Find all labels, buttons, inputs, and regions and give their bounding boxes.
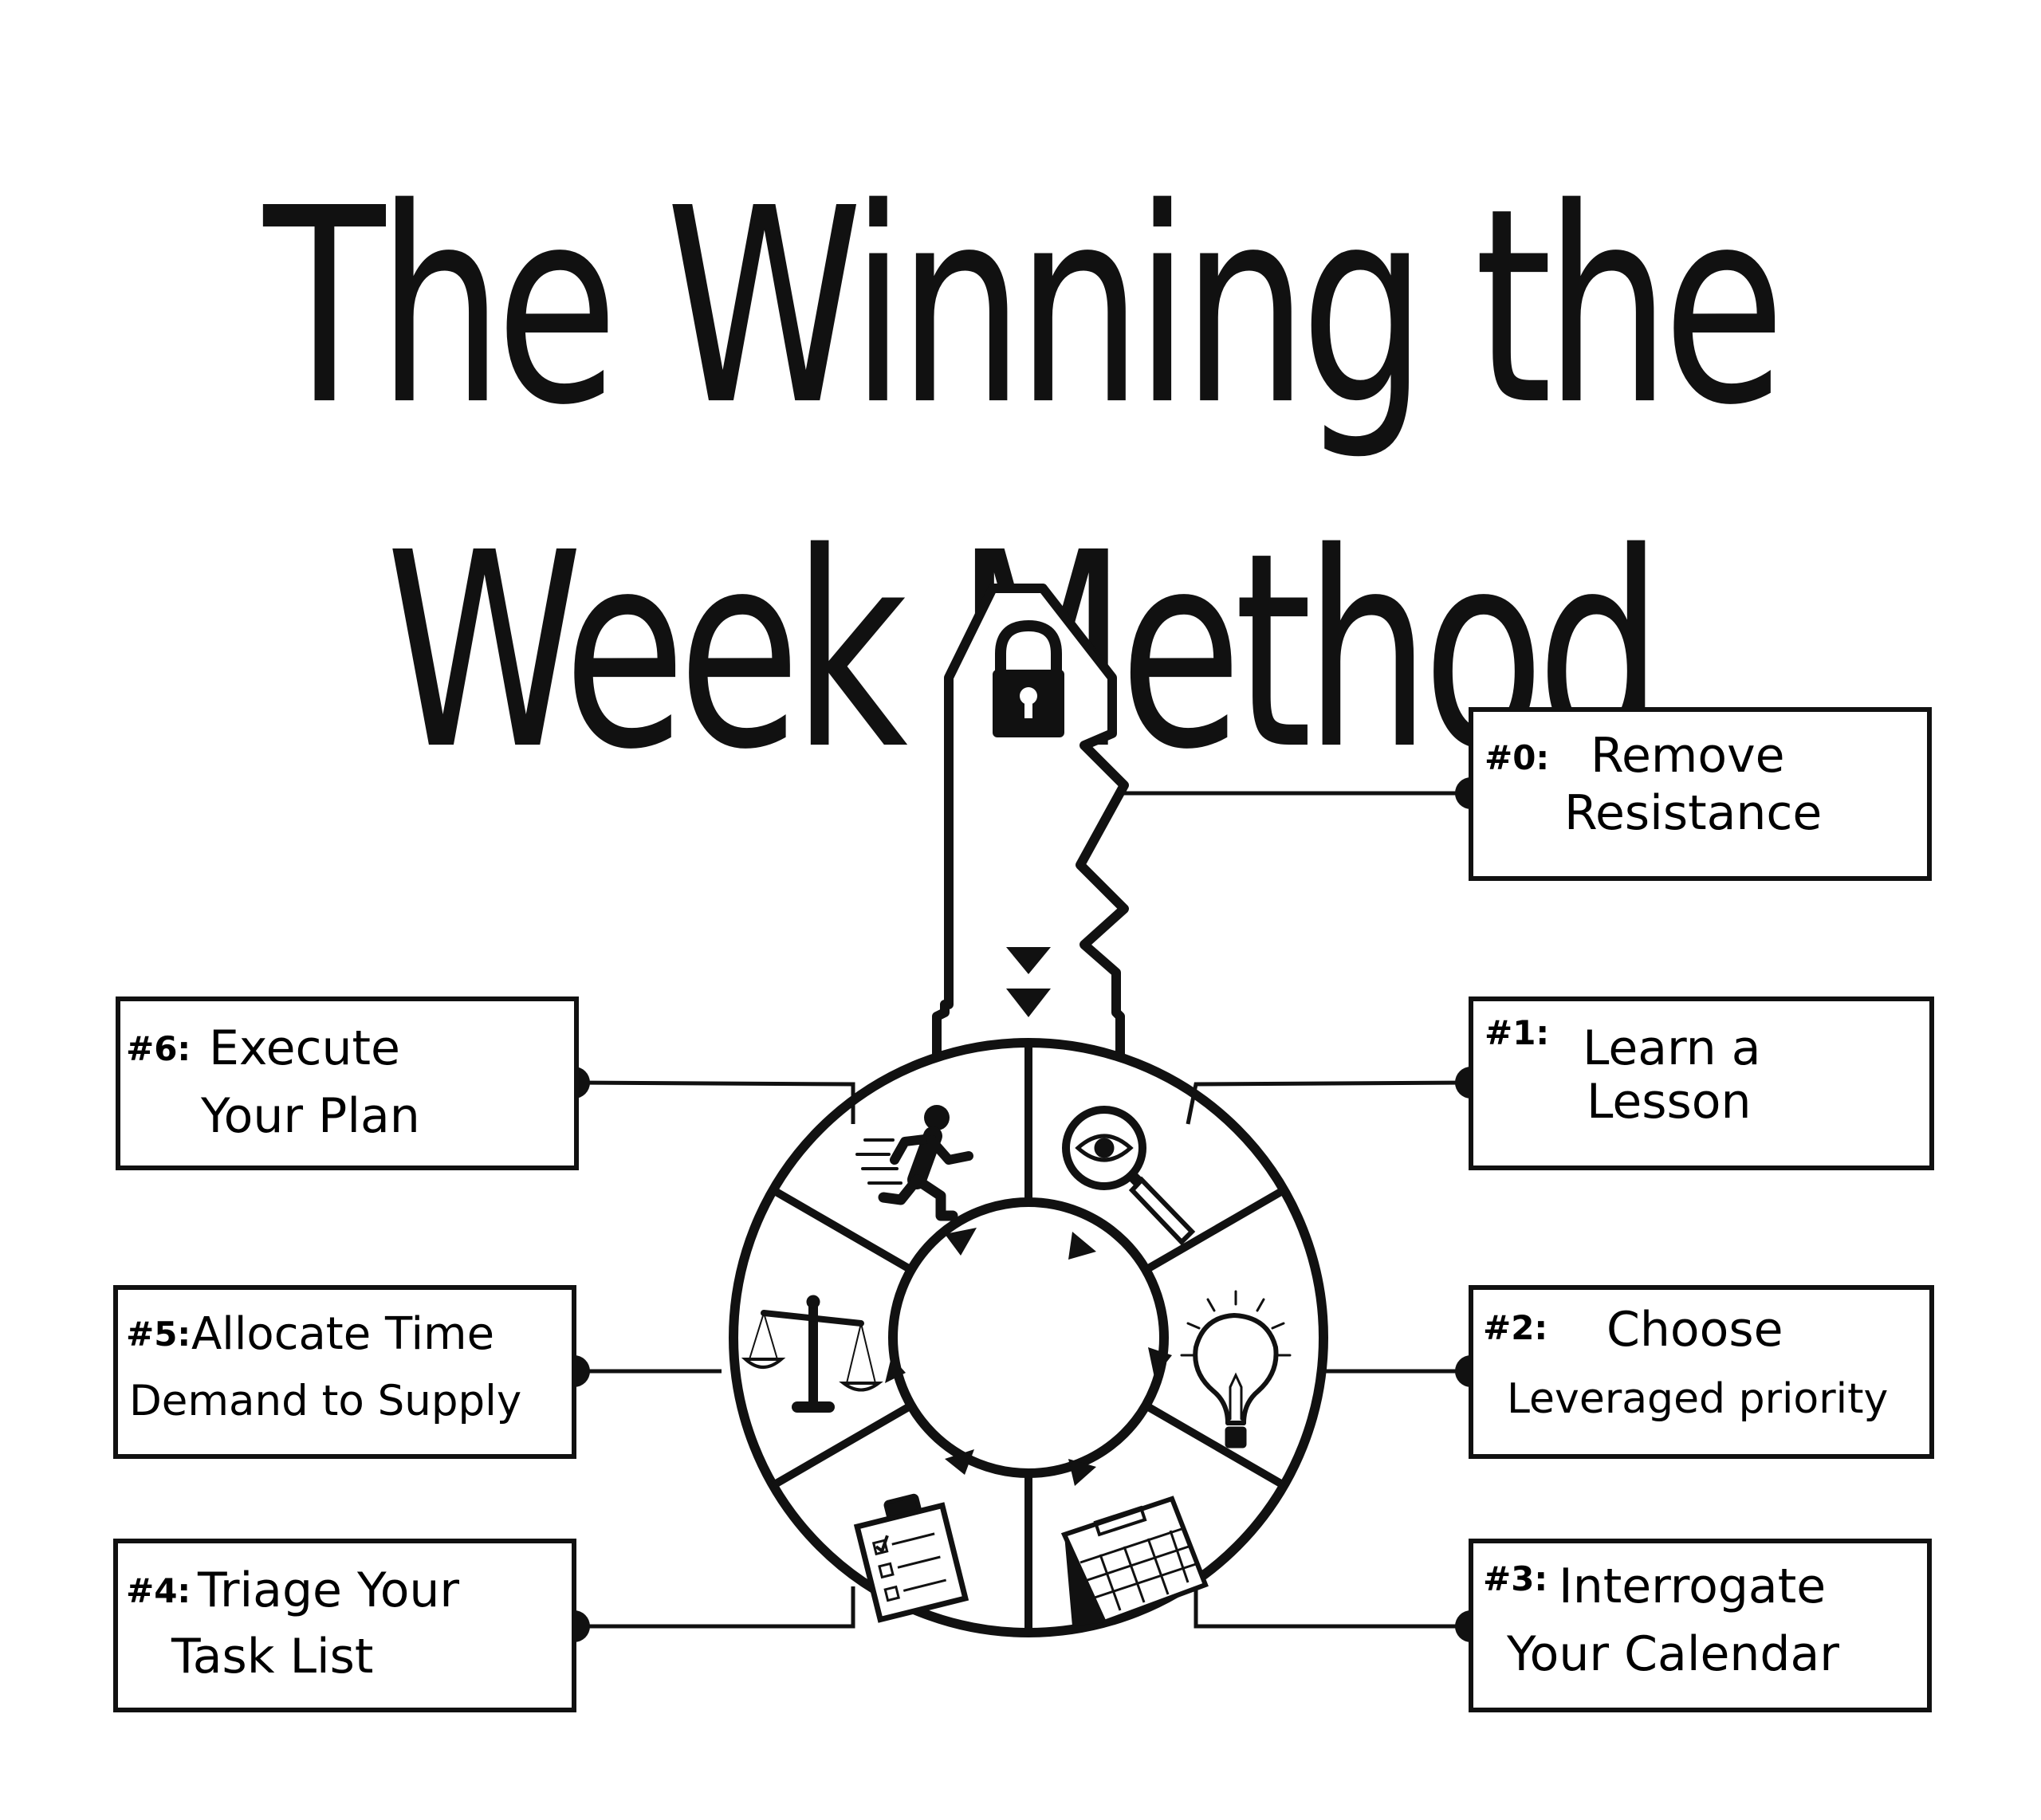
step-box-3: #3: Interrogate Your Calendar (1469, 1539, 1932, 1712)
step-line: Learn a (1583, 1020, 1761, 1076)
step-box-6: #6: Execute Your Plan (116, 996, 579, 1170)
step-line: Task List (171, 1629, 373, 1684)
step-number: #6: (126, 1029, 191, 1068)
step-number: #2: (1483, 1308, 1547, 1347)
balance-scale-icon (741, 1295, 883, 1413)
step-line: Your Calendar (1506, 1626, 1839, 1682)
step-line: Resistance (1564, 785, 1822, 841)
step-line: Demand to Supply (129, 1377, 521, 1425)
step-line: Leveraged priority (1507, 1375, 1888, 1423)
double-down-arrow-icon (1006, 947, 1051, 1017)
step-box-4: #4: Triage Your Task List (113, 1539, 576, 1712)
step-line: Triage Your (197, 1563, 459, 1618)
step-number: #4: (126, 1571, 191, 1610)
step-line: Allocate Time (191, 1308, 494, 1360)
step-number: #0: (1485, 738, 1549, 777)
wheel (729, 1038, 1328, 1637)
connectors (573, 791, 1472, 1629)
cycle-arrows (885, 1228, 1172, 1486)
checklist-clipboard-icon (853, 1493, 969, 1623)
calendar-icon (1060, 1496, 1209, 1626)
key-shaft (932, 584, 1129, 1077)
step-box-2: #2: Choose Leveraged priority (1469, 1285, 1934, 1459)
step-number: #1: (1485, 1013, 1549, 1052)
lightbulb-icon (1180, 1290, 1292, 1449)
step-line: Execute (209, 1020, 400, 1076)
running-person-icon (855, 1105, 973, 1221)
step-box-5: #5: Allocate Time Demand to Supply (113, 1285, 576, 1459)
key (932, 584, 1129, 1077)
step-line: Your Plan (200, 1088, 420, 1144)
step-box-1: #1: Learn a Lesson (1469, 996, 1934, 1170)
step-line: Remove (1591, 728, 1785, 784)
step-line: Interrogate (1559, 1559, 1826, 1614)
magnifier-eye-icon (1062, 1106, 1196, 1246)
lock-icon (993, 619, 1064, 737)
step-box-0: #0: Remove Resistance (1469, 707, 1932, 881)
step-number: #5: (126, 1315, 191, 1354)
step-line: Choose (1606, 1302, 1783, 1358)
step-number: #3: (1483, 1559, 1547, 1598)
step-line: Lesson (1587, 1074, 1752, 1130)
